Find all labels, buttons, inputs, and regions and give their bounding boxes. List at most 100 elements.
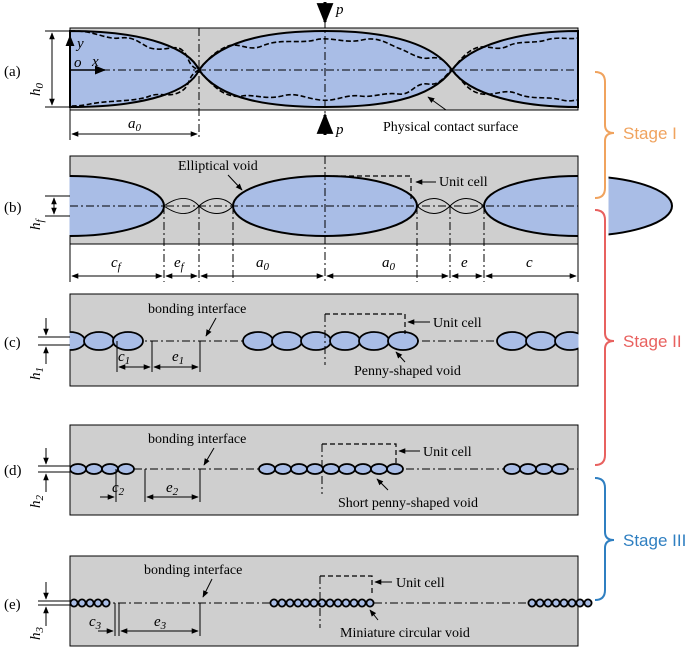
h0-label: h0 [28, 83, 46, 97]
e3-label: e3 [154, 614, 167, 632]
c3-label: c3 [89, 614, 102, 632]
void [285, 598, 295, 608]
contact-surface-a-right [451, 37, 579, 102]
hf-label: hf [28, 218, 46, 231]
void [300, 331, 332, 351]
void [271, 331, 303, 351]
e1-label: e1 [172, 349, 184, 367]
axis-x-label: x [91, 54, 99, 70]
stage-2-label: Stage II [623, 332, 682, 351]
void [258, 463, 276, 475]
unit-cell-text-c: Unit cell [433, 316, 482, 331]
void [519, 463, 537, 475]
circular-voids-e [69, 598, 593, 608]
void [101, 598, 111, 608]
short-penny-void-text: Short penny-shaped void [338, 496, 478, 511]
void [551, 463, 569, 475]
dim-b-1: ef [174, 255, 186, 273]
void [583, 598, 593, 608]
void [496, 331, 528, 351]
void [386, 463, 404, 475]
panel-c: h1 (c) c1 e1 bonding interface Unit cell… [0, 293, 619, 387]
panel-b-label: (b) [4, 200, 22, 216]
void [543, 598, 553, 608]
penny-voids-d [0, 460, 619, 478]
void [242, 331, 274, 351]
panel-e-label: (e) [4, 597, 21, 613]
void [535, 598, 545, 608]
void [503, 463, 521, 475]
dim-b-5: c [526, 255, 533, 271]
void [387, 331, 419, 351]
contact-surface-a-mid [198, 38, 454, 102]
void-a-right [450, 29, 579, 109]
dim-b-0: cf [111, 255, 123, 273]
stage-3-label: Stage III [623, 531, 685, 550]
elliptical-void-text: Elliptical void [178, 159, 258, 174]
panel-d: h2 (d) c2 e2 bonding interface Unit cell… [0, 424, 619, 516]
void [527, 598, 537, 608]
void [274, 463, 292, 475]
unit-cell-text-d: Unit cell [423, 445, 472, 460]
stage-3-brace [594, 477, 615, 601]
void [329, 331, 361, 351]
c1-label: c1 [118, 349, 130, 367]
panel-a-label: (a) [4, 64, 21, 80]
penny-voids-c [0, 326, 619, 356]
void [325, 598, 335, 608]
void [301, 598, 311, 608]
bonding-interface-text-c: bonding interface [148, 302, 246, 317]
void [117, 463, 135, 475]
panel-c-label: (c) [4, 335, 21, 351]
a0-label: a0 [128, 116, 142, 134]
void [85, 463, 103, 475]
dim-b-2: a0 [256, 255, 270, 273]
miniature-void-text: Miniature circular void [340, 626, 470, 641]
void [309, 598, 319, 608]
h3-label: h3 [28, 627, 46, 641]
bonding-interface-text-d: bonding interface [148, 432, 246, 447]
void [535, 463, 553, 475]
pressure-label-top: p [335, 2, 344, 18]
bonding-interface-text-e: bonding interface [144, 563, 242, 578]
void [338, 463, 356, 475]
void [83, 331, 115, 351]
h1-label: h1 [28, 367, 46, 380]
unit-cell-text-b: Unit cell [439, 175, 488, 190]
contact-surface-text: Physical contact surface [383, 120, 518, 135]
void [559, 598, 569, 608]
void [357, 598, 367, 608]
void [358, 331, 390, 351]
void [269, 598, 279, 608]
panel-e: h3 (e) c3 e3 bonding interface Unit cell… [4, 555, 593, 647]
panel-d-label: (d) [4, 463, 22, 479]
void [69, 463, 87, 475]
void [112, 331, 144, 351]
axis-o-label: o [74, 55, 82, 71]
void [365, 598, 375, 608]
dim-b-3: a0 [382, 255, 396, 273]
panel-b: cf ef a0 a0 e c hf (b) Elliptical void U… [0, 150, 673, 282]
void [306, 463, 324, 475]
stage-1-brace [594, 71, 615, 199]
unit-cell-text-e: Unit cell [396, 576, 445, 591]
void [93, 598, 103, 608]
void [341, 598, 351, 608]
void [354, 463, 372, 475]
axis-y-label: y [75, 36, 84, 52]
void [69, 598, 79, 608]
void [322, 463, 340, 475]
void [575, 598, 585, 608]
void [525, 331, 557, 351]
void [567, 598, 577, 608]
penny-void-text: Penny-shaped void [354, 364, 461, 379]
panel-a: y o x p p h0 (a) a0 Physical contact sur… [4, 2, 579, 140]
void [290, 463, 308, 475]
void [85, 598, 95, 608]
void [370, 463, 388, 475]
void [77, 598, 87, 608]
e2-label: e2 [166, 480, 179, 498]
stage-1-label: Stage I [623, 124, 677, 143]
stage-2-brace [594, 209, 615, 466]
